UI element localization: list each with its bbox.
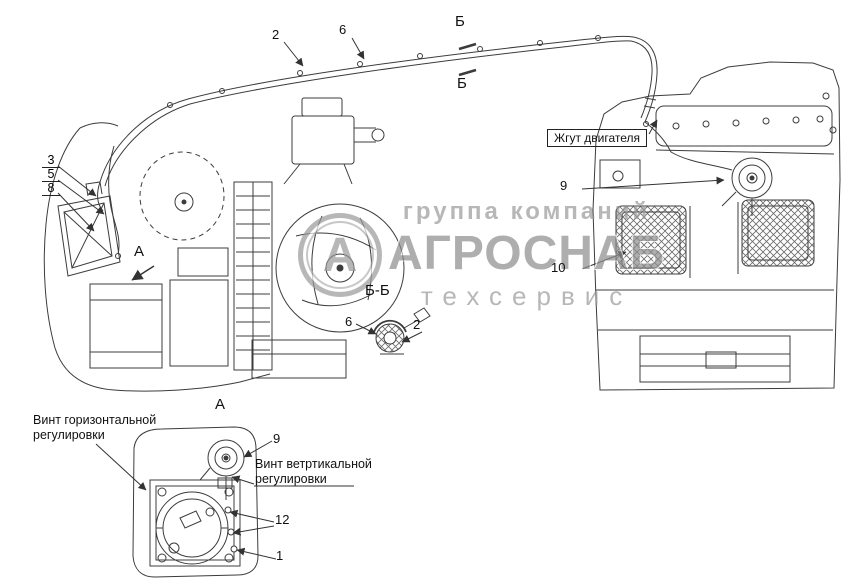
- leader-lines: [57, 37, 725, 560]
- engine-harness-label: Жгут двигателя: [547, 129, 648, 148]
- left-front-assembly: [43, 122, 271, 392]
- mount-frame: [149, 479, 241, 567]
- section-cut-marks: [458, 42, 477, 77]
- callout-2-bb: 2: [413, 317, 421, 332]
- detail-view-a-drawing: [132, 426, 259, 578]
- wiring-harness: [97, 35, 658, 259]
- vertical-adjust-label: Винт ветртикальной регулировки: [255, 457, 372, 486]
- headlamp-left-hatched: [615, 205, 687, 275]
- headlamp-right-hatched: [741, 199, 815, 267]
- callout-2-top: 2: [272, 27, 280, 42]
- section-b-upper-label: Б: [455, 13, 465, 30]
- horizontal-adjust-label: Винт горизонтальной регулировки: [33, 413, 157, 442]
- section-b-lower-label: Б: [457, 75, 467, 92]
- callout-6-bb: 6: [345, 314, 353, 329]
- view-a-side-label: А: [134, 243, 145, 260]
- callout-12-detail: 12: [275, 512, 290, 527]
- dashed-reference-circle: [139, 151, 225, 241]
- left-headlamp: [57, 195, 121, 277]
- fan: [275, 203, 405, 333]
- section-bb-part: [373, 307, 431, 355]
- valve-cover: [655, 105, 833, 147]
- callout-1-detail: 1: [276, 548, 284, 563]
- callout-stack-3-5-8: 3 5 8: [42, 153, 60, 197]
- callout-6-top: 6: [339, 22, 347, 37]
- callout-9-right: 9: [560, 178, 568, 193]
- callout-8: 8: [42, 182, 60, 197]
- callout-9-detail: 9: [273, 431, 281, 446]
- section-bb-title: Б-Б: [365, 282, 390, 299]
- view-a-bottom-title: А: [215, 396, 226, 413]
- radiator-and-fan: [233, 97, 405, 379]
- engine-rear-view: [592, 61, 841, 391]
- callout-10-right: 10: [551, 260, 566, 275]
- callout-3: 3: [42, 153, 60, 169]
- headlamp-back: [155, 491, 229, 565]
- callout-5: 5: [42, 168, 60, 183]
- air-intake: [291, 115, 355, 165]
